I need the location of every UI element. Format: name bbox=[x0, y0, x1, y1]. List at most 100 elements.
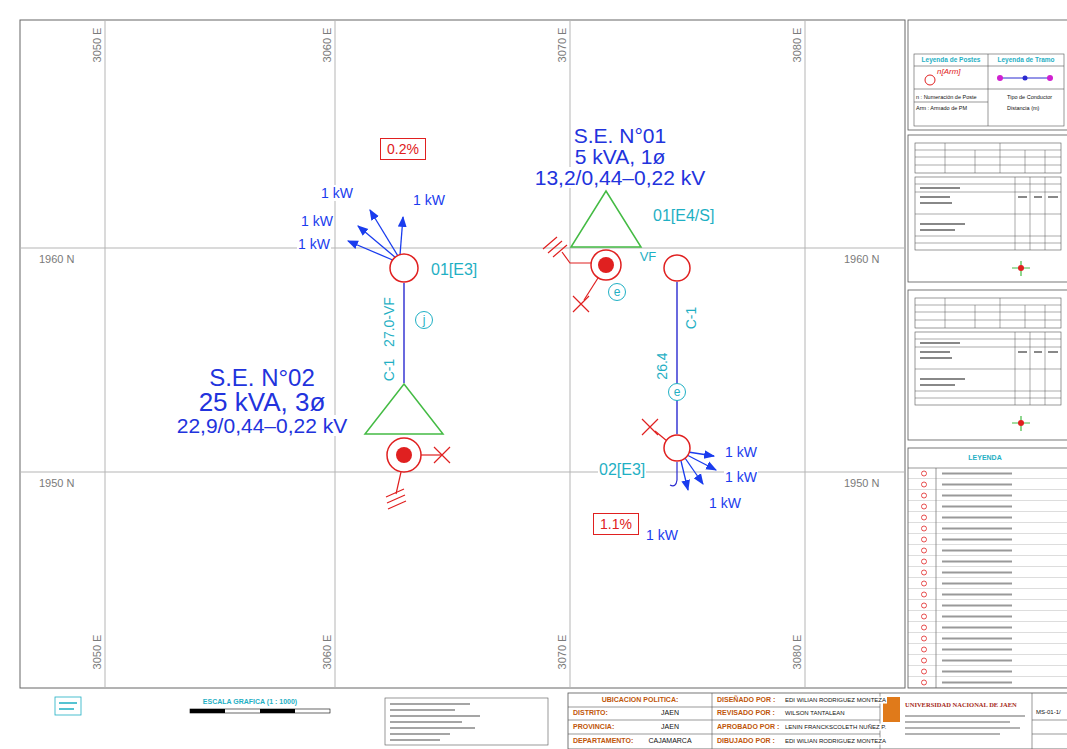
guy-anchor bbox=[642, 419, 658, 435]
pole-node: 01[E3] bbox=[389, 253, 419, 283]
node-text: S.E. N°02 bbox=[208, 366, 316, 390]
node-text: 02[E3] bbox=[598, 461, 646, 479]
load-arrow bbox=[688, 452, 714, 456]
title-value: JAEN bbox=[660, 709, 680, 717]
pole-node: 02[E3] bbox=[663, 434, 691, 462]
guy-wire bbox=[584, 278, 598, 300]
title-field: UBICACION POLITICA: bbox=[601, 696, 680, 704]
pole-circle bbox=[664, 255, 690, 281]
grid-line bbox=[335, 20, 336, 688]
title-field: DEPARTAMENTO: bbox=[572, 737, 634, 745]
node-caption: S.E. N°0225 kVA, 3ø22,9/0,44–0,22 kV bbox=[142, 366, 382, 436]
legend-note: n : Numeración de Poste bbox=[915, 94, 978, 100]
title-field: APROBADO POR : bbox=[716, 723, 780, 731]
load-table bbox=[915, 143, 1061, 276]
scale-bar bbox=[190, 709, 330, 713]
legend-rows bbox=[908, 468, 1067, 688]
side-panel bbox=[908, 448, 1067, 688]
title-field: PROVINCIA: bbox=[572, 723, 615, 731]
legend-note: Tipo de Conductor bbox=[1006, 94, 1053, 100]
load-arrow bbox=[685, 458, 703, 484]
node-text: 01[E3] bbox=[430, 261, 478, 279]
text-stub bbox=[905, 716, 1025, 734]
grid-coordinate: 1960 N bbox=[38, 253, 75, 266]
guy-wire bbox=[421, 454, 442, 455]
structure-code: e bbox=[668, 383, 686, 401]
guy-anchor bbox=[573, 296, 589, 312]
conductor-type: C-1 bbox=[381, 358, 397, 383]
ground-symbol bbox=[386, 489, 406, 509]
legend-frame bbox=[914, 54, 1064, 126]
grid-line bbox=[20, 472, 905, 473]
node-caption: S.E. N°015 kVA, 1ø13,2/0,44–0,22 kV bbox=[520, 125, 720, 188]
cable-span bbox=[403, 283, 404, 383]
pole-sample bbox=[925, 75, 935, 85]
title-value: LENIN FRANCKSCOLETH NUÑEZ P. bbox=[784, 724, 887, 731]
transformer-triangle bbox=[571, 191, 641, 247]
transformer-outline bbox=[570, 190, 642, 248]
text-stub bbox=[59, 703, 77, 709]
line-end-hook bbox=[670, 462, 677, 486]
load-label: 1 kW bbox=[708, 495, 742, 511]
substation-node: S.E. N°0225 kVA, 3ø22,9/0,44–0,22 kV bbox=[364, 383, 444, 435]
title-field: REVISADO POR : bbox=[716, 709, 776, 717]
scale-bar bbox=[190, 709, 295, 713]
side-panel bbox=[908, 290, 1067, 440]
node-text: S.E. N°01 bbox=[573, 125, 667, 146]
load-arrow bbox=[400, 217, 403, 255]
transformer-outline bbox=[364, 383, 444, 435]
grid-coordinate: 1950 N bbox=[38, 477, 75, 490]
pole-outline bbox=[663, 254, 691, 282]
structure-code: VF bbox=[639, 250, 658, 265]
legend-heading: Leyenda de Postes bbox=[921, 56, 982, 63]
grid-coordinate: 3080 E bbox=[791, 27, 804, 64]
node-text: 25 kVA, 3ø bbox=[198, 390, 327, 415]
grid-coordinate: 3070 E bbox=[556, 634, 569, 671]
load-label: 1 kW bbox=[724, 469, 758, 485]
legend-heading: LEYENDA bbox=[967, 454, 1002, 462]
grid-line bbox=[805, 20, 806, 688]
load-label: 1 kW bbox=[412, 192, 446, 208]
grid-coordinate: 3060 E bbox=[321, 27, 334, 64]
title-block bbox=[568, 693, 1067, 749]
load-label: 1 kW bbox=[320, 185, 354, 201]
pole-dot bbox=[396, 447, 412, 463]
legend-note: Arm : Armado de PM bbox=[915, 105, 968, 111]
load-label: 1 kW bbox=[297, 236, 331, 252]
span-sample bbox=[997, 75, 1003, 81]
grid-line bbox=[105, 20, 106, 688]
load-label: 1 kW bbox=[645, 527, 679, 543]
guy-anchor bbox=[434, 447, 450, 463]
map-frame bbox=[20, 20, 905, 688]
legend-sample: n[Arm] bbox=[936, 67, 962, 76]
grid-coordinate: 3080 E bbox=[791, 634, 804, 671]
grid-coordinate: 3060 E bbox=[321, 634, 334, 671]
pole-node: 01[E4/S] bbox=[663, 254, 691, 282]
node-text: 01[E4/S] bbox=[652, 207, 715, 225]
node-caption: 02[E3] bbox=[598, 461, 646, 479]
grid-coordinate: 1950 N bbox=[843, 477, 880, 490]
load-label: 1 kW bbox=[300, 213, 334, 229]
side-panel bbox=[908, 135, 1067, 282]
grade-box: 0.2% bbox=[380, 138, 426, 160]
pole-outline bbox=[663, 434, 691, 462]
node-caption: 01[E3] bbox=[430, 261, 478, 279]
title-value: WILSON TANTALEAN bbox=[784, 710, 846, 717]
grid-line bbox=[570, 20, 571, 688]
title-value: EDI WILIAN RODRIGUEZ MONTEZA bbox=[784, 697, 887, 704]
conductor-type: C-1 bbox=[683, 306, 699, 331]
span-sample bbox=[1047, 75, 1053, 81]
pole-dot bbox=[598, 257, 614, 273]
text-stub bbox=[390, 704, 480, 740]
node-text: 22,9/0,44–0,22 kV bbox=[176, 415, 348, 436]
grid-line bbox=[20, 248, 905, 249]
note-box bbox=[55, 697, 81, 715]
guy-wire bbox=[655, 431, 667, 441]
node-text: 13,2/0,44–0,22 kV bbox=[534, 167, 706, 188]
title-field: DISTRITO: bbox=[572, 709, 609, 717]
pole-symbol bbox=[387, 438, 421, 472]
transformer-triangle bbox=[365, 384, 443, 434]
pole-circle bbox=[390, 254, 418, 282]
ground-symbol bbox=[543, 237, 567, 257]
